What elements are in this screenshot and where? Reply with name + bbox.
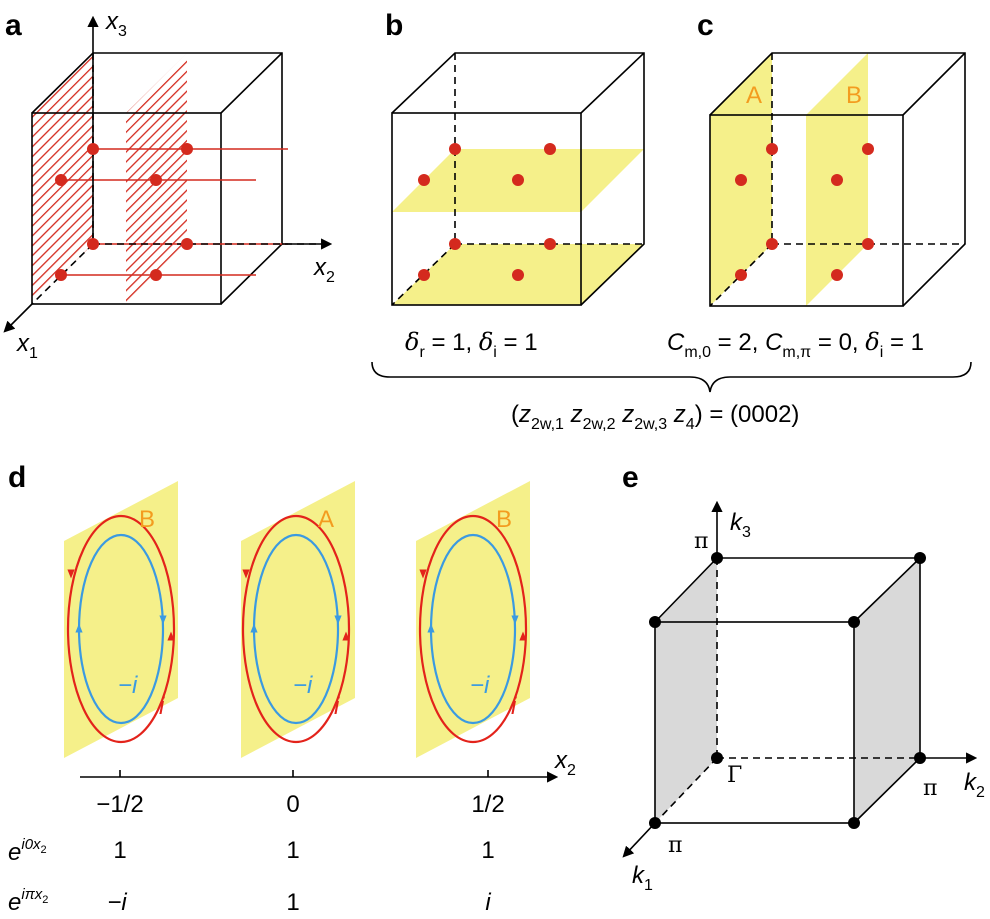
panel-c-label: c [697,9,714,42]
yellow-plane-2 [241,481,355,758]
k1-axis [622,822,656,858]
dot [449,143,461,155]
x1-label: x1 [16,330,38,362]
dot [181,238,193,250]
tick-label-2: 0 [286,791,299,818]
inner-label-3: −i [470,672,490,699]
x2-label-d: x2 [554,747,576,779]
dot [150,269,162,281]
panel-c-caption: Cm,0 = 2, Cm,π = 0, δi = 1 [667,328,924,361]
dot [831,269,843,281]
yellow-plane-1 [64,481,178,758]
pi-right: π [923,776,937,801]
dot [87,143,99,155]
dot [181,143,193,155]
inner-label-2: −i [293,672,313,699]
plane-label-d2: A [318,506,334,533]
dot [766,238,778,250]
outer-label-3: i [511,693,517,720]
brace-label: (z2w,1 z2w,2 z2w,3 z4) = (0002) [511,401,799,433]
tick-label-1: −1/2 [96,791,143,818]
plane-label-d1: B [139,506,155,533]
outer-label-2: i [334,693,340,720]
panel-c: c A B Cm,0 = 2, Cm,π = 0, δi = 1 [667,9,966,361]
k3-label: k3 [730,509,751,541]
loop-pair-1 [66,514,176,744]
plane-label-B: B [846,82,862,109]
row2-value-1: −i [107,889,127,916]
dot [735,174,747,186]
dot [544,143,556,155]
dot [87,238,99,250]
vertex [649,817,661,829]
dot [512,174,524,186]
x2-label: x2 [313,254,335,286]
vertex [914,752,926,764]
cube-a-front [31,112,222,305]
dot [150,174,162,186]
gray-face-left [655,558,717,823]
row1-value-2: 1 [286,837,299,864]
row1-label: ei0x2 [8,836,47,866]
dot [449,238,461,250]
yellow-plane-3 [416,481,530,758]
row1-value-1: 1 [113,837,126,864]
panel-b-caption: δr = 1, δi = 1 [405,328,538,361]
plane-label-A: A [746,82,762,109]
panel-b-label: b [385,9,403,42]
vertex [649,616,661,628]
dot [735,269,747,281]
vertex [848,817,860,829]
vertex [711,552,723,564]
gamma-label: Γ [727,763,742,788]
panel-a: a [3,8,335,362]
inner-label-1: −i [118,672,138,699]
x1-axis [3,303,33,333]
gray-face-right [854,558,920,823]
loop-pair-3 [418,514,528,744]
dot [418,269,430,281]
k1-label: k1 [632,862,653,894]
vertex [914,552,926,564]
outer-label-1: i [159,693,165,720]
loop-pair-2 [241,514,351,744]
dot [862,143,874,155]
panel-b: b δr = 1, δi = 1 [385,9,645,361]
row2-label: eiπx2 [8,886,48,916]
dot [544,238,556,250]
pi-top: π [694,529,708,554]
dot [55,269,67,281]
vertex [711,752,723,764]
panel-e: e k3 k2 k1 [622,461,985,894]
dot [55,174,67,186]
dot [418,174,430,186]
curly-brace [371,361,972,393]
vertex [848,616,860,628]
dot [831,174,843,186]
panel-d: d [8,461,576,916]
panel-a-label: a [5,9,22,42]
tick-label-3: 1/2 [471,791,504,818]
dot [862,238,874,250]
pi-bottom: π [668,833,682,858]
cube-b-front [391,112,582,306]
panel-d-label: d [8,461,26,494]
row2-value-2: 1 [286,889,299,916]
row1-value-3: 1 [481,837,494,864]
plane-label-d3: B [496,506,512,533]
panel-e-label: e [622,461,639,494]
cube-e-front [654,621,855,824]
dot [512,269,524,281]
k2-label: k2 [964,769,985,801]
cube-c-front [709,114,904,307]
x3-label: x3 [105,8,127,40]
row2-value-3: i [485,889,491,916]
dot [766,143,778,155]
